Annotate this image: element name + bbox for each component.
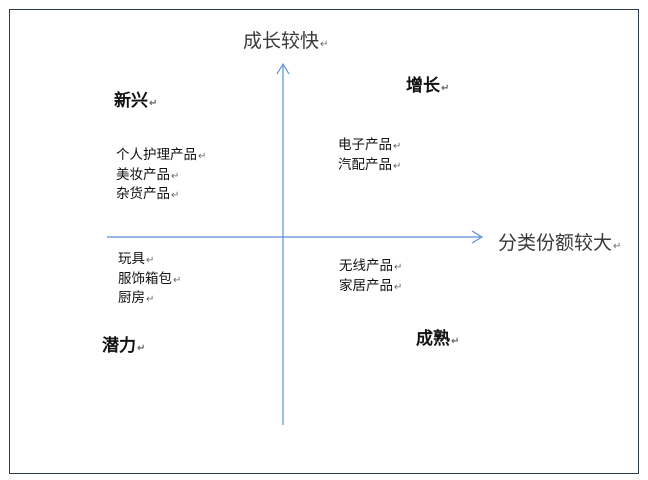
- list-item: 服饰箱包↵: [118, 270, 182, 287]
- quadrant-title-text: 成熟: [416, 329, 450, 349]
- paragraph-mark-icon: ↵: [451, 336, 460, 347]
- paragraph-mark-icon: ↵: [173, 274, 182, 286]
- paragraph-mark-icon: ↵: [171, 190, 180, 201]
- paragraph-mark-icon: ↵: [613, 241, 622, 252]
- paragraph-mark-icon: ↵: [393, 141, 402, 152]
- list-item: 汽配产品↵: [338, 156, 402, 173]
- quadrant-top-right-items: 电子产品↵ 汽配产品↵: [338, 137, 402, 173]
- paragraph-mark-icon: ↵: [146, 255, 155, 266]
- list-item: 美妆产品↵: [116, 166, 206, 183]
- paragraph-mark-icon: ↵: [171, 170, 180, 182]
- quadrant-top-right-title: 增长↵: [406, 78, 449, 95]
- list-item: 杂货产品↵: [116, 186, 206, 202]
- quadrant-top-left-title: 新兴↵: [114, 93, 157, 110]
- vertical-axis-label: 成长较快↵: [243, 32, 328, 51]
- diagram-frame: [9, 9, 639, 474]
- paragraph-mark-icon: ↵: [198, 151, 207, 162]
- quadrant-title-text: 潜力: [102, 336, 136, 356]
- list-item-text: 无线产品: [339, 258, 393, 274]
- horizontal-axis-label: 分类份额较大↵: [498, 234, 621, 253]
- list-item: 家居产品↵: [339, 277, 403, 294]
- list-item-text: 美妆产品: [116, 166, 170, 183]
- quadrant-title-text: 增长: [406, 76, 440, 96]
- paragraph-mark-icon: ↵: [137, 343, 146, 354]
- list-item: 厨房↵: [118, 290, 181, 306]
- vertical-axis-label-text: 成长较快: [243, 30, 320, 52]
- list-item-text: 厨房: [118, 290, 145, 306]
- list-item: 玩具↵: [118, 251, 181, 267]
- quadrant-bottom-left-items: 玩具↵ 服饰箱包↵ 厨房↵: [118, 251, 182, 306]
- paragraph-mark-icon: ↵: [320, 39, 329, 50]
- list-item: 无线产品↵: [339, 258, 403, 274]
- quadrant-bottom-right-title: 成熟↵: [416, 331, 459, 348]
- paragraph-mark-icon: ↵: [394, 262, 403, 273]
- horizontal-axis-label-text: 分类份额较大: [498, 232, 613, 254]
- list-item-text: 电子产品: [338, 137, 392, 153]
- paragraph-mark-icon: ↵: [441, 83, 450, 94]
- quadrant-top-left-items: 个人护理产品↵ 美妆产品↵ 杂货产品↵: [116, 147, 207, 202]
- paragraph-mark-icon: ↵: [394, 281, 403, 293]
- paragraph-mark-icon: ↵: [146, 294, 155, 305]
- list-item: 电子产品↵: [338, 137, 402, 153]
- quadrant-bottom-left-title: 潜力↵: [102, 338, 145, 355]
- list-item-text: 个人护理产品: [116, 147, 197, 163]
- quadrant-title-text: 新兴: [114, 91, 148, 111]
- list-item: 个人护理产品↵: [116, 147, 207, 163]
- list-item-text: 杂货产品: [116, 186, 170, 202]
- paragraph-mark-icon: ↵: [393, 160, 402, 172]
- list-item-text: 服饰箱包: [118, 270, 172, 287]
- list-item-text: 汽配产品: [338, 156, 392, 173]
- paragraph-mark-icon: ↵: [149, 98, 158, 109]
- list-item-text: 玩具: [118, 251, 145, 267]
- quadrant-bottom-right-items: 无线产品↵ 家居产品↵: [339, 258, 403, 294]
- list-item-text: 家居产品: [339, 277, 393, 294]
